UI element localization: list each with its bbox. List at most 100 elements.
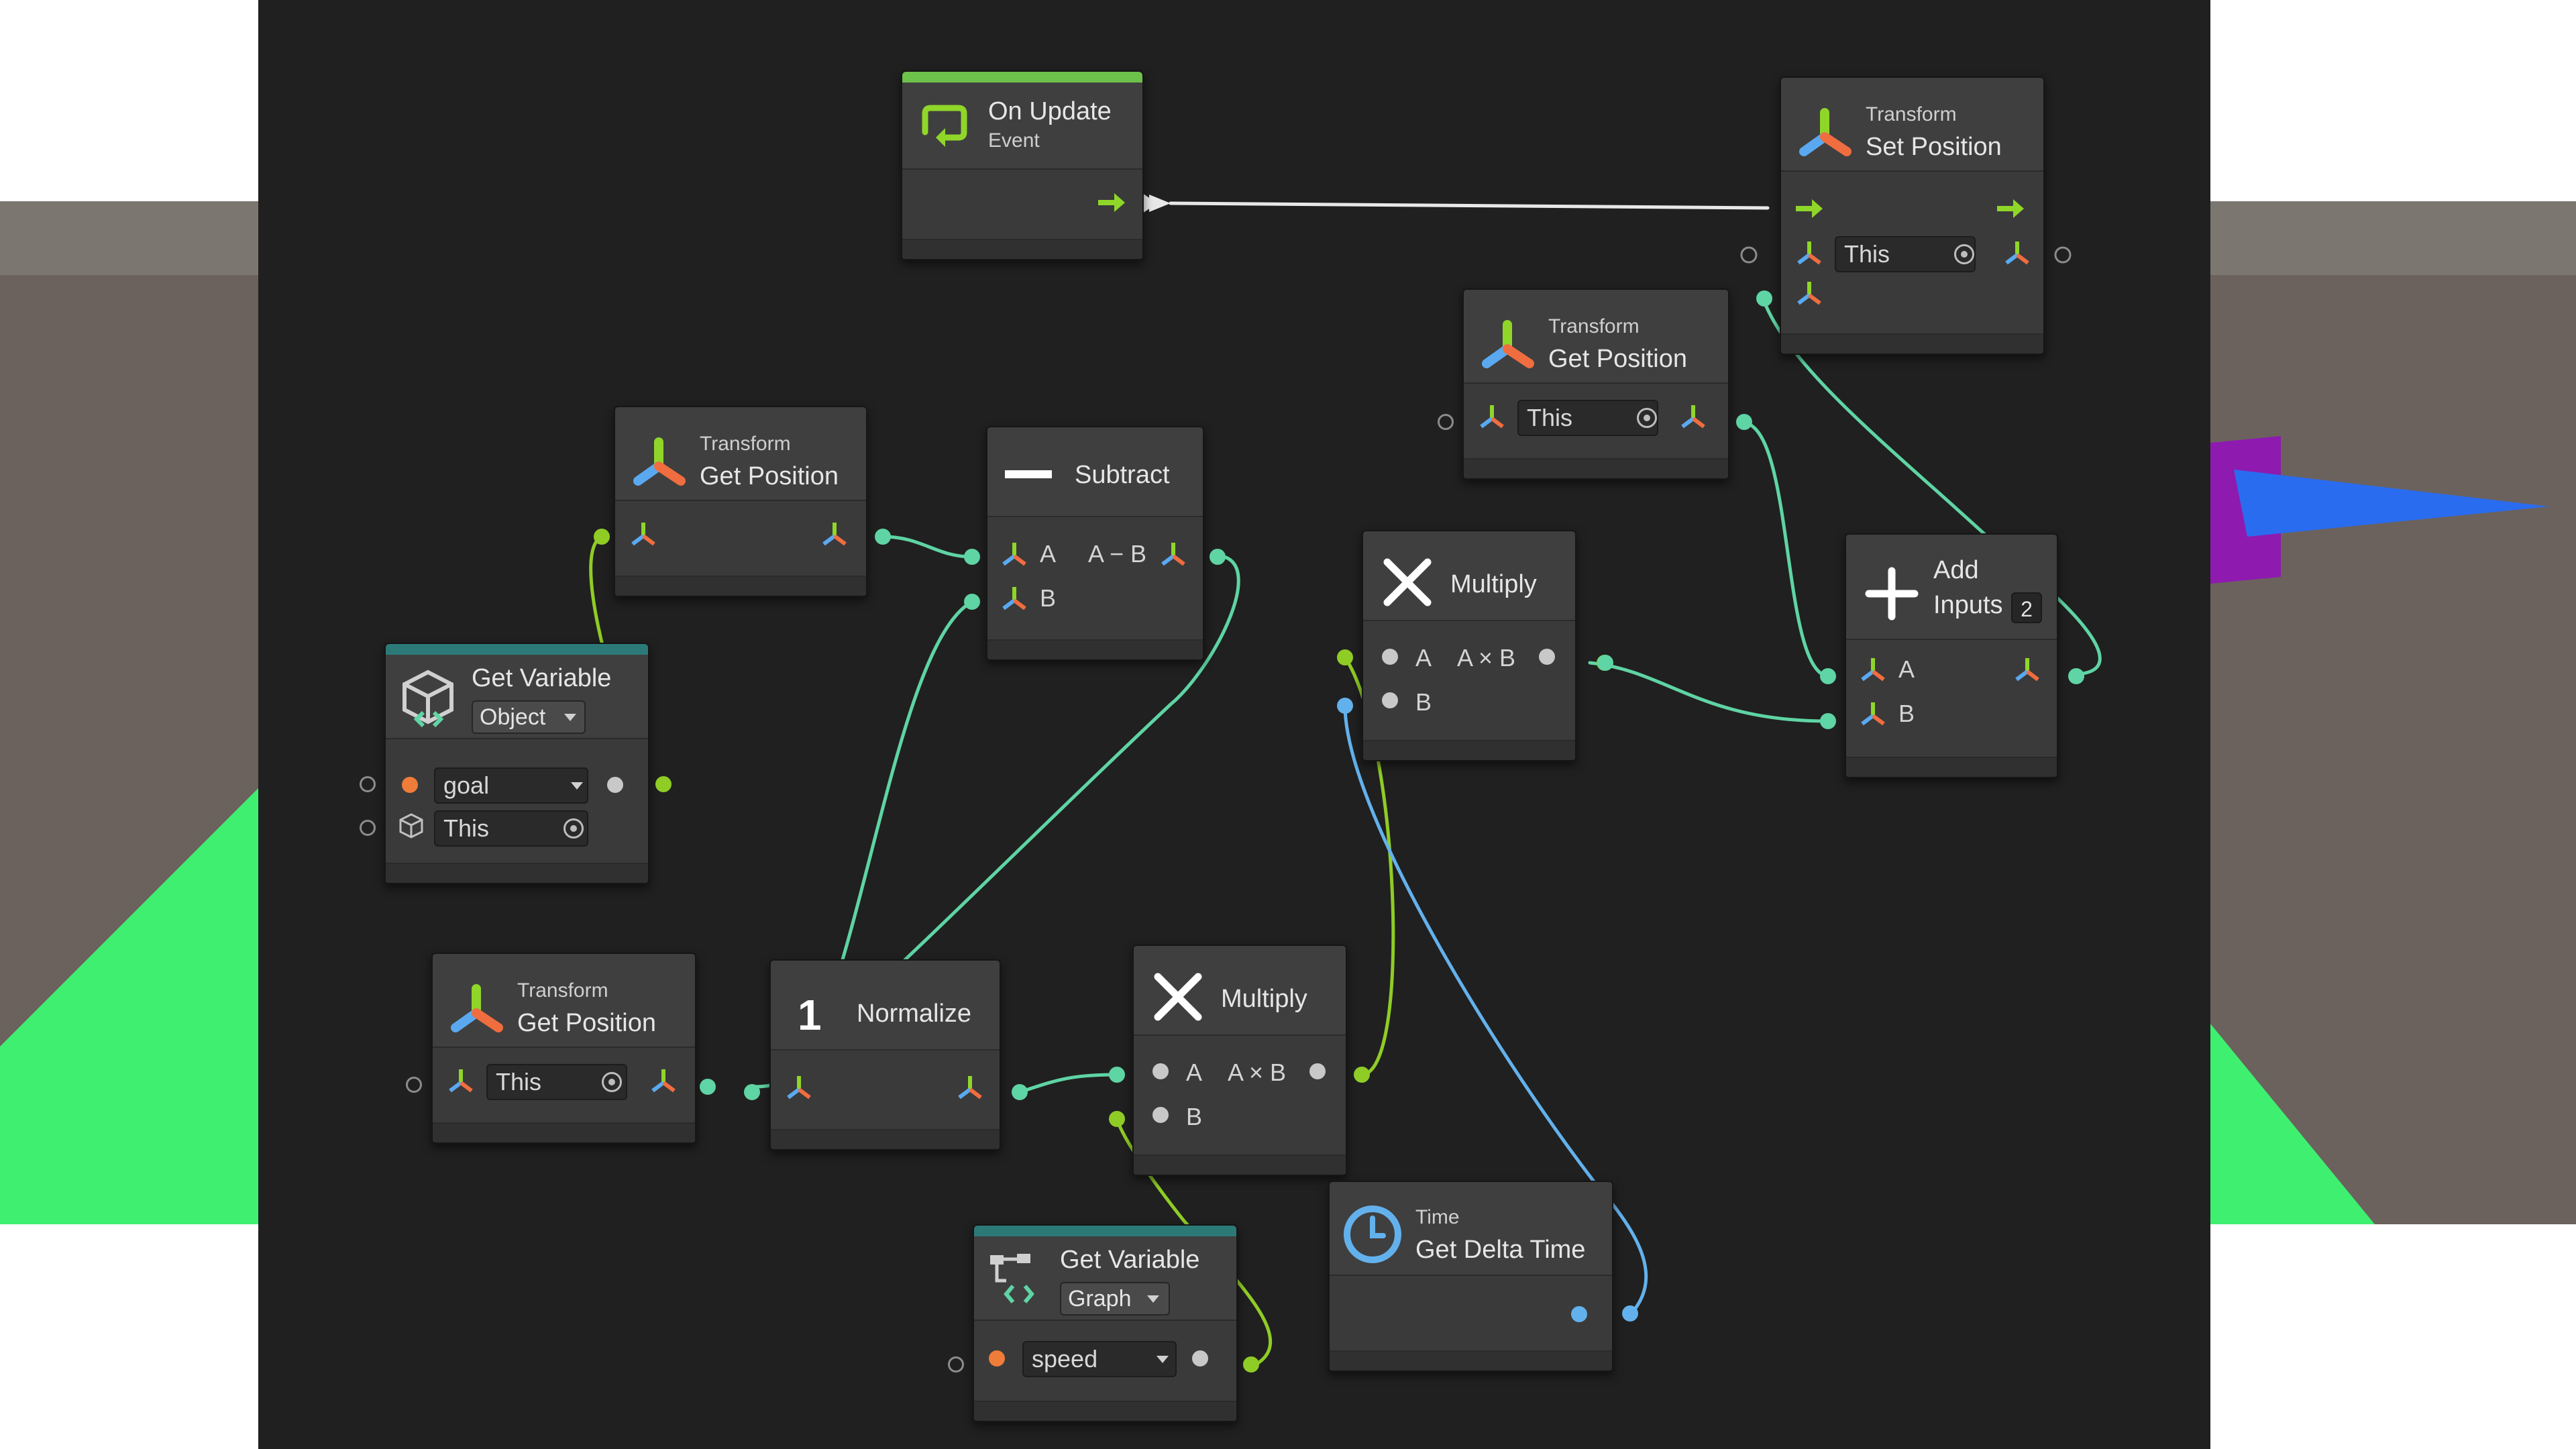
target-input-port[interactable] (1438, 414, 1454, 430)
node-footer (1781, 333, 2043, 354)
times-icon (1154, 973, 1202, 1021)
scene-object-blue (2234, 470, 2549, 537)
set-position-target-port[interactable] (1740, 246, 1758, 264)
get-variable-graph-node[interactable]: Get Variable Graph speed (973, 1224, 1238, 1422)
variable-output-port[interactable] (1243, 1356, 1259, 1373)
multiply-b-port-dot[interactable] (1382, 692, 1398, 708)
variable-target-field[interactable]: This (434, 810, 588, 847)
target-picker-icon[interactable] (1637, 408, 1657, 428)
variable-output-port[interactable] (655, 776, 672, 792)
multiply-output-dot[interactable] (1309, 1063, 1326, 1079)
delta-time-output-dot[interactable] (1571, 1306, 1587, 1322)
transform-input-port[interactable] (594, 529, 610, 545)
visual-scripting-graph-canvas[interactable]: On Update Event Transform Set Position T… (258, 0, 2210, 1449)
multiply-a-port-dot[interactable] (1152, 1063, 1169, 1079)
subtract-a-port[interactable] (964, 549, 980, 565)
normalize-output-port[interactable] (1012, 1084, 1028, 1100)
vector3-output-port[interactable] (875, 529, 891, 545)
add-a-port[interactable] (1820, 668, 1836, 684)
vector3-input-icon[interactable] (1000, 584, 1029, 614)
set-position-target-field[interactable]: This (1835, 236, 1976, 272)
vector3-output-icon[interactable] (2002, 239, 2032, 268)
vector3-input-icon[interactable] (1000, 540, 1029, 570)
port-b-label: B (1898, 700, 1915, 727)
vector3-output-icon[interactable] (955, 1073, 985, 1103)
vector3-input-icon[interactable] (1858, 655, 1888, 685)
subtract-node[interactable]: Subtract A A − B B (986, 426, 1204, 661)
vector3-input-icon[interactable] (784, 1073, 814, 1103)
multiply-bottom-node[interactable]: Multiply A A × B B (1132, 945, 1347, 1176)
get-delta-time-title: Get Delta Time (1415, 1236, 1586, 1264)
vector3-input-icon[interactable] (1794, 279, 1824, 309)
chevron-down-icon[interactable] (571, 782, 583, 790)
multiply-output-dot[interactable] (1539, 649, 1555, 665)
multiply-a-port[interactable] (1337, 649, 1353, 665)
multiply-b-port[interactable] (1337, 698, 1353, 714)
get-position-bottom-node[interactable]: Transform Get Position This (431, 953, 696, 1144)
add-b-port[interactable] (1820, 713, 1836, 729)
subtract-output-port[interactable] (1210, 549, 1226, 565)
port-a-label: A (1186, 1059, 1203, 1086)
delta-time-output-port[interactable] (1622, 1305, 1638, 1322)
target-picker-icon[interactable] (564, 818, 584, 839)
variable-name-port-dot[interactable] (402, 777, 418, 793)
set-position-node[interactable]: Transform Set Position This (1780, 76, 2045, 355)
normalize-node[interactable]: 1 Normalize (769, 959, 1001, 1150)
variable-name-field[interactable]: speed (1022, 1341, 1177, 1377)
target-picker-icon[interactable] (602, 1072, 622, 1092)
multiply-output-port[interactable] (1354, 1067, 1370, 1083)
set-position-output-port[interactable] (2054, 246, 2072, 264)
trigger-arrow-icon[interactable] (1097, 189, 1126, 216)
vector3-output-icon[interactable] (649, 1067, 678, 1096)
chevron-down-icon[interactable] (1157, 1356, 1169, 1363)
flow-input-arrow-icon[interactable] (1794, 195, 1824, 222)
variable-output-dot[interactable] (1192, 1350, 1208, 1366)
get-position-target-field[interactable]: This (486, 1064, 627, 1100)
minus-icon (1005, 470, 1052, 478)
multiply-b-port-dot[interactable] (1152, 1107, 1169, 1123)
variable-name-field[interactable]: goal (434, 767, 588, 804)
vector3-output-icon[interactable] (2012, 655, 2042, 685)
add-node[interactable]: Add Inputs 2 A B (1845, 533, 2058, 778)
vector3-output-icon[interactable] (1159, 540, 1188, 570)
object-cube-icon (402, 669, 453, 728)
multiply-top-node[interactable]: Multiply A A × B B (1362, 530, 1576, 761)
vector3-output-icon[interactable] (820, 520, 849, 549)
get-position-left-node[interactable]: Transform Get Position (614, 406, 867, 597)
add-output-port[interactable] (2068, 668, 2084, 684)
vector3-output-icon[interactable] (1678, 402, 1708, 432)
multiply-b-port[interactable] (1109, 1111, 1125, 1127)
multiply-a-port-dot[interactable] (1382, 649, 1398, 665)
subtract-b-port[interactable] (964, 594, 980, 610)
control-flow-wire (1169, 201, 1770, 210)
normalize-input-port[interactable] (744, 1084, 760, 1100)
variable-name-input-port[interactable] (360, 776, 376, 792)
multiply-a-port[interactable] (1109, 1067, 1125, 1083)
inputs-count-field[interactable]: 2 (2011, 592, 2042, 623)
variable-kind-dropdown[interactable]: Graph (1060, 1282, 1170, 1316)
object-cube-icon (399, 813, 423, 839)
vector3-output-port[interactable] (700, 1079, 716, 1095)
node-footer (1134, 1155, 1346, 1175)
control-flow-output-arrow (1142, 193, 1157, 213)
variable-kind-dropdown[interactable]: Object (472, 700, 586, 734)
get-delta-time-node[interactable]: Time Get Delta Time (1328, 1181, 1613, 1372)
variable-name-port-dot[interactable] (989, 1350, 1005, 1366)
target-picker-icon[interactable] (1954, 244, 1974, 264)
vector3-output-port[interactable] (1736, 414, 1752, 430)
variable-target-input-port[interactable] (360, 820, 376, 836)
set-position-value-port[interactable] (1756, 290, 1772, 307)
on-update-node[interactable]: On Update Event (901, 70, 1144, 260)
variable-name-input-port[interactable] (948, 1356, 964, 1373)
times-icon (1383, 558, 1432, 606)
get-position-target-field[interactable]: This (1517, 400, 1658, 436)
vector3-input-icon[interactable] (1858, 700, 1888, 729)
multiply-output-port-vector[interactable] (1597, 655, 1613, 671)
flow-output-arrow-icon[interactable] (1996, 195, 2025, 222)
variable-output-dot[interactable] (607, 777, 623, 793)
get-position-top-node[interactable]: Transform Get Position This (1462, 288, 1729, 480)
target-input-port[interactable] (406, 1077, 422, 1093)
get-variable-object-node[interactable]: Get Variable Object goal This (384, 643, 649, 884)
variable-name-value: goal (443, 771, 490, 799)
multiply-title: Multiply (1221, 985, 1307, 1013)
